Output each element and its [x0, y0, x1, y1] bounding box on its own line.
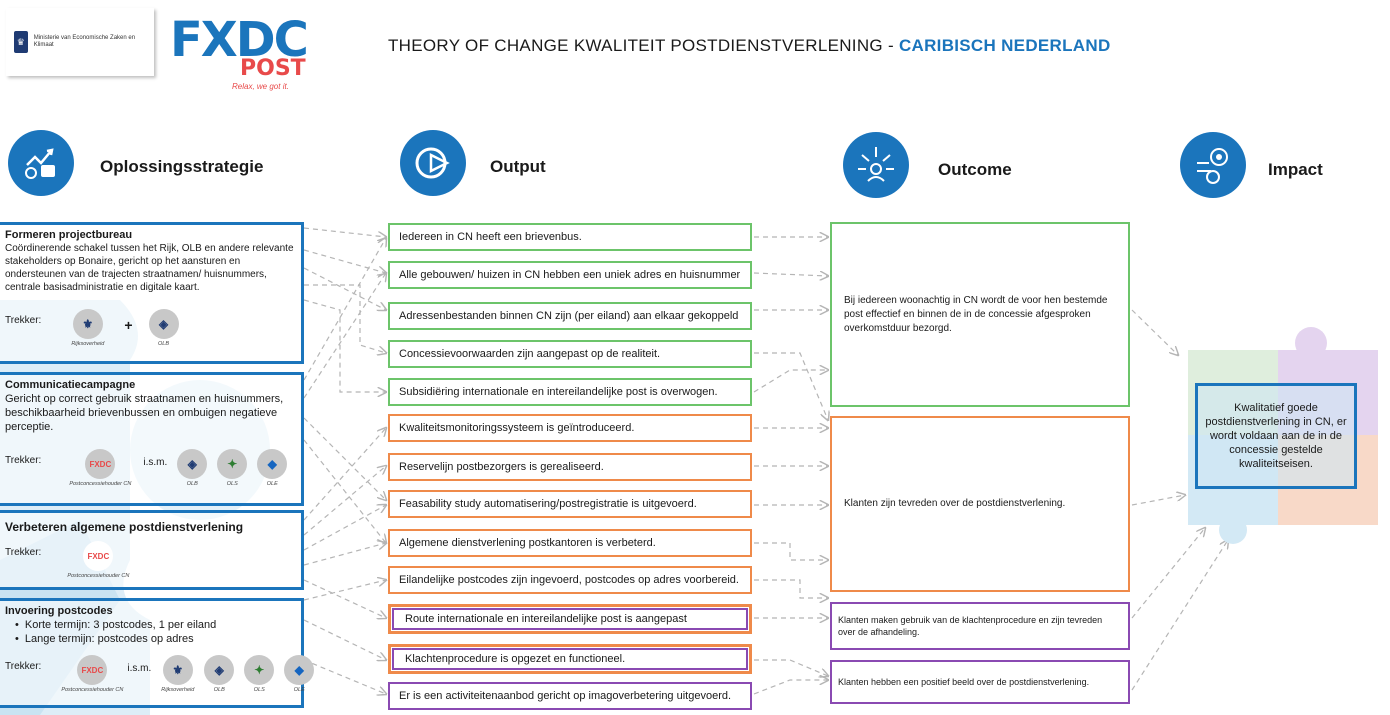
output-item: Alle gebouwen/ huizen in CN hebben een u… — [388, 261, 752, 289]
trekker-label: Trekker: — [5, 547, 42, 558]
ole-crest-icon: ◆ — [257, 449, 288, 479]
rijksoverheid-crest-icon: ⚜ — [72, 309, 103, 339]
badge-postconcessiehouder: FXDC Postconcessiehouder CN — [61, 655, 123, 693]
strategy-box-postdienstverlening: Verbeteren algemene postdienstverlening … — [0, 510, 304, 590]
outcome-complaints: Klanten maken gebruik van de klachtenpro… — [830, 602, 1130, 650]
impact-statement: Kwalitatief goede postdienstverlening in… — [1195, 383, 1357, 489]
column-title-impact: Impact — [1268, 160, 1323, 179]
output-item: Kwaliteitsmonitoringssysteem is geïntrod… — [388, 414, 752, 442]
trekker-row: Trekker: ⚜ Rijksoverheid + ◈ OLB — [5, 309, 189, 347]
strategy-puzzle-icon — [8, 130, 74, 196]
strategy-description: Coördinerende schakel tussen het Rijk, O… — [5, 243, 294, 293]
output-item: Concessievoorwaarden zijn aangepast op d… — [388, 340, 752, 368]
bullet-item: Korte termijn: 3 postcodes, 1 per eiland — [15, 618, 295, 632]
badge-postconcessiehouder: FXDC Postconcessiehouder CN — [67, 541, 129, 579]
badge-caption: OLE — [266, 481, 278, 487]
output-item: Iedereen in CN heeft een brievenbus. — [388, 223, 752, 251]
column-title-output: Output — [490, 157, 546, 176]
strategy-box-communicatie: Communicatiecampagne Gericht op correct … — [0, 372, 304, 506]
fxdc-badge-icon: FXDC — [85, 449, 116, 479]
fxdc-logo-post: POST — [240, 56, 306, 81]
strategy-title: Communicatiecampagne — [5, 379, 136, 391]
badge-rijksoverheid: ⚜ Rijksoverheid — [71, 309, 104, 347]
output-item: Eilandelijke postcodes zijn ingevoerd, p… — [388, 566, 752, 594]
page-title-prefix: THEORY OF CHANGE KWALITEIT POSTDIENSTVER… — [388, 36, 899, 55]
badge-ols: ✦ OLS — [217, 449, 248, 487]
trekker-label: Trekker: — [5, 455, 42, 466]
column-title-strategy: Oplossingsstrategie — [100, 157, 264, 176]
badge-caption: OLE — [293, 687, 305, 693]
outcome-person-icon — [843, 132, 909, 198]
strategy-box-postcodes: Invoering postcodes Korte termijn: 3 pos… — [0, 598, 315, 708]
output-item: Adressenbestanden binnen CN zijn (per ei… — [388, 302, 752, 330]
strategy-description: Gericht op correct gebruik straatnamen e… — [5, 393, 284, 433]
rijksoverheid-crest-icon: ⚜ — [162, 655, 193, 685]
impact-target-icon — [1180, 132, 1246, 198]
badge-ole: ◆ OLE — [284, 655, 315, 693]
trekker-row: Trekker: FXDC Postconcessiehouder CN i.s… — [5, 655, 324, 693]
fxdc-logo-main: FXDC — [170, 12, 309, 68]
badge-olb: ◈ OLB — [204, 655, 235, 693]
ministry-name: Ministerie van Economische Zaken en Klim… — [33, 35, 136, 48]
olb-crest-icon: ◈ — [177, 449, 208, 479]
strategy-bullets: Korte termijn: 3 postcodes, 1 per eiland… — [5, 618, 295, 646]
output-item: Er is een activiteitenaanbod gericht op … — [388, 682, 752, 710]
output-item: Algemene dienstverlening postkantoren is… — [388, 529, 752, 557]
badge-caption: OLS — [226, 481, 238, 487]
ols-crest-icon: ✦ — [244, 655, 275, 685]
ole-crest-icon: ◆ — [284, 655, 315, 685]
strategy-box-projectbureau: Formeren projectbureau Coördinerende sch… — [0, 222, 304, 364]
badge-caption: Postconcessiehouder CN — [61, 687, 124, 693]
trekker-label: Trekker: — [5, 661, 42, 672]
output-arrow-icon — [400, 130, 466, 196]
badge-ole: ◆ OLE — [257, 449, 288, 487]
trekker-label: Trekker: — [5, 315, 42, 326]
outcome-image: Klanten hebben een positief beeld over d… — [830, 660, 1130, 704]
fxdc-logo-text: FXDC — [170, 12, 309, 68]
outcome-satisfaction: Klanten zijn tevreden over de postdienst… — [830, 416, 1130, 592]
crest-icon: ♛ — [14, 31, 28, 53]
ism-label: i.s.m. — [127, 663, 152, 674]
badge-caption: OLB — [158, 341, 170, 347]
fxdc-badge-icon: FXDC — [83, 541, 114, 571]
output-item: Route internationale en intereilandelijk… — [388, 604, 752, 634]
trekker-row: Trekker: FXDC Postconcessiehouder CN i.s… — [5, 449, 297, 487]
fxdc-logo-slogan: Relax, we got it. — [232, 82, 289, 91]
bullet-item: Lange termijn: postcodes op adres — [15, 632, 295, 646]
badge-caption: Postconcessiehouder CN — [67, 573, 130, 579]
badge-caption: OLB — [213, 687, 225, 693]
badge-caption: OLB — [186, 481, 198, 487]
badge-ols: ✦ OLS — [244, 655, 275, 693]
ministry-logo: ♛ Ministerie van Economische Zaken en Kl… — [6, 8, 154, 76]
badge-caption: Rijksoverheid — [71, 341, 105, 347]
outcome-delivery: Bij iedereen woonachtig in CN wordt de v… — [830, 222, 1130, 407]
ols-crest-icon: ✦ — [217, 449, 248, 479]
output-item: Subsidiëring internationale en intereila… — [388, 378, 752, 406]
column-title-outcome: Outcome — [938, 160, 1012, 179]
badge-caption: Rijksoverheid — [161, 687, 195, 693]
strategy-title: Invoering postcodes — [5, 605, 113, 617]
output-item: Feasability study automatisering/postreg… — [388, 490, 752, 518]
badge-olb: ◈ OLB — [148, 309, 179, 347]
plus-sign: + — [124, 317, 133, 333]
olb-crest-icon: ◈ — [148, 309, 179, 339]
strategy-title: Verbeteren algemene postdienstverlening — [5, 520, 244, 534]
badge-postconcessiehouder: FXDC Postconcessiehouder CN — [69, 449, 131, 487]
badge-caption: OLS — [253, 687, 265, 693]
output-item: Klachtenprocedure is opgezet en function… — [388, 644, 752, 674]
olb-crest-icon: ◈ — [204, 655, 235, 685]
badge-rijksoverheid: ⚜ Rijksoverheid — [161, 655, 194, 693]
fxdc-post-logo: FXDC POST Relax, we got it. — [170, 12, 320, 92]
page-title: THEORY OF CHANGE KWALITEIT POSTDIENSTVER… — [388, 36, 1111, 56]
output-item: Reservelijn postbezorgers is gerealiseer… — [388, 453, 752, 481]
strategy-title: Formeren projectbureau — [5, 229, 133, 241]
trekker-row: Trekker: FXDC Postconcessiehouder CN — [5, 541, 139, 579]
fxdc-badge-icon: FXDC — [77, 655, 108, 685]
page-title-highlight: CARIBISCH NEDERLAND — [898, 36, 1111, 55]
badge-caption: Postconcessiehouder CN — [69, 481, 132, 487]
ism-label: i.s.m. — [143, 457, 168, 468]
badge-olb: ◈ OLB — [177, 449, 208, 487]
